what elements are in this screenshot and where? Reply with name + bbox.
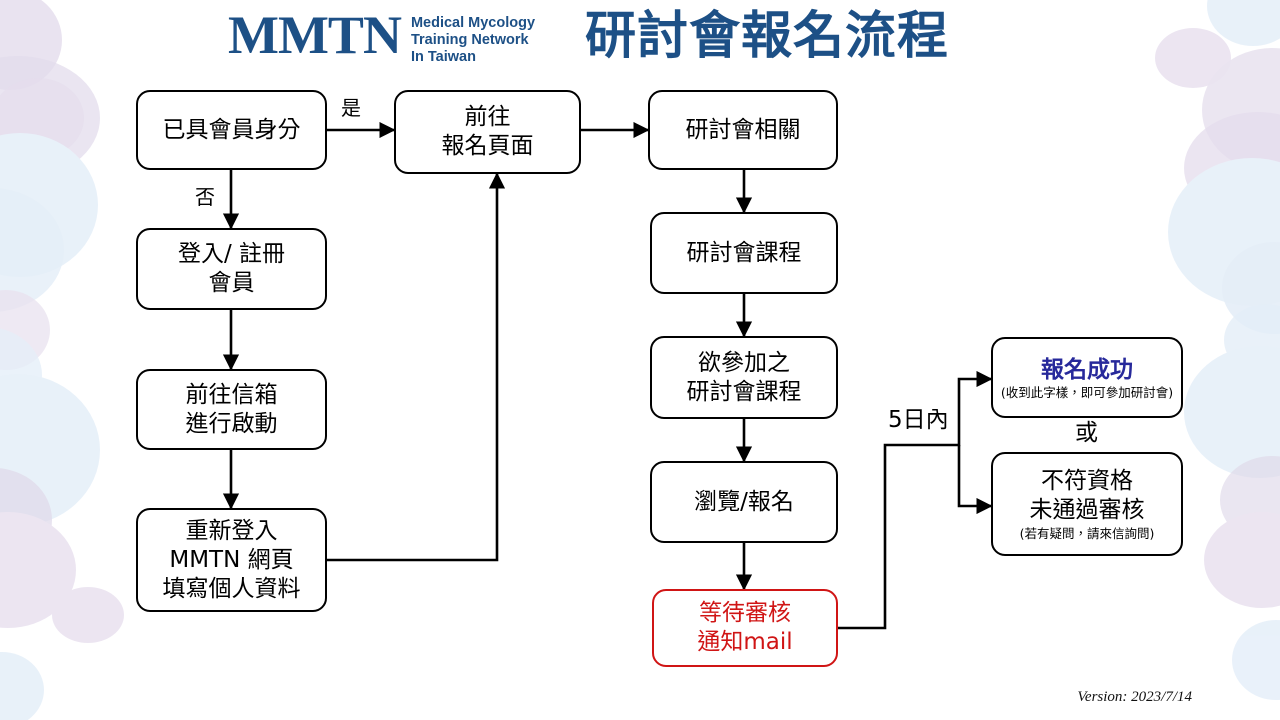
version-stamp: Version: 2023/7/14 xyxy=(1077,689,1192,705)
node-label: 研討會課程 xyxy=(686,239,802,266)
node-browse-signup[interactable]: 瀏覽/報名 xyxy=(650,461,838,543)
node-label: 已具會員身分 xyxy=(162,116,301,143)
node-await-review[interactable]: 等待審核 通知mail xyxy=(652,589,838,667)
node-signup-page[interactable]: 前往 報名頁面 xyxy=(394,90,581,174)
node-member-status[interactable]: 已具會員身分 xyxy=(136,90,327,170)
node-note: (若有疑問，請來信詢問) xyxy=(1019,526,1155,541)
logo-wordmark: MMTN xyxy=(228,5,402,65)
node-login-register[interactable]: 登入/ 註冊 會員 xyxy=(136,228,327,310)
node-label: 登入/ 註冊 會員 xyxy=(177,241,286,296)
node-relogin-form[interactable]: 重新登入 MMTN 網頁 填寫個人資料 xyxy=(136,508,327,612)
node-label: 前往 報名頁面 xyxy=(441,104,534,159)
node-label: 報名成功 xyxy=(1041,356,1133,383)
node-label: 不符資格 未通過審核 xyxy=(1029,468,1145,523)
node-label: 等待審核 通知mail xyxy=(697,600,793,655)
node-signup-success[interactable]: 報名成功 (收到此字樣，即可參加研討會) xyxy=(991,337,1183,418)
node-label: 前往信箱 進行啟動 xyxy=(185,381,278,437)
node-desired-course[interactable]: 欲參加之 研討會課程 xyxy=(650,336,838,419)
node-signup-rejected[interactable]: 不符資格 未通過審核 (若有疑問，請來信詢問) xyxy=(991,452,1183,556)
edge-label-no: 否 xyxy=(195,185,215,209)
node-seminar-course[interactable]: 研討會課程 xyxy=(650,212,838,294)
edge-label-yes: 是 xyxy=(341,96,361,120)
node-note: (收到此字樣，即可參加研討會) xyxy=(1000,384,1174,400)
logo-subtitle: Medical Mycology Training Network In Tai… xyxy=(410,15,536,65)
edge-label-or: 或 xyxy=(1075,420,1098,446)
page-title: 研討會報名流程 xyxy=(585,7,950,66)
node-seminar-info[interactable]: 研討會相關 xyxy=(648,90,838,170)
edge-label-within-5-days: 5日內 xyxy=(888,407,949,433)
node-activate-mail[interactable]: 前往信箱 進行啟動 xyxy=(136,369,327,450)
mmtn-logo: MMTN Medical Mycology Training Network I… xyxy=(228,6,535,66)
node-label: 瀏覽/報名 xyxy=(694,488,794,515)
slide-header: MMTN Medical Mycology Training Network I… xyxy=(0,0,1280,80)
node-label: 欲參加之 研討會課程 xyxy=(686,349,802,405)
node-label: 研討會相關 xyxy=(685,116,801,143)
node-label: 重新登入 MMTN 網頁 填寫個人資料 xyxy=(162,517,301,602)
